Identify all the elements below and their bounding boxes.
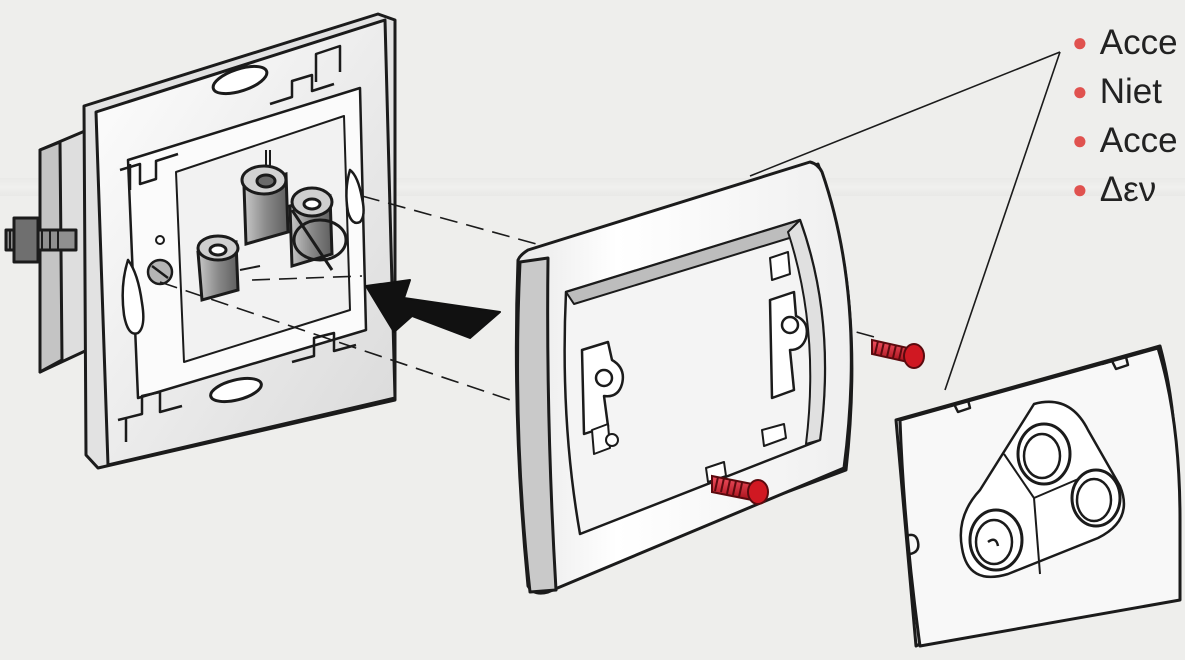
bullet-item-1: ● Acce bbox=[1072, 18, 1178, 67]
arrow-icon bbox=[365, 279, 501, 339]
red-bullet-icon: ● bbox=[1072, 174, 1088, 204]
claw-screw-icon bbox=[4, 216, 78, 264]
red-bullet-icon: ● bbox=[1072, 27, 1088, 57]
screw-upper bbox=[871, 338, 925, 369]
callout-line-1 bbox=[749, 51, 1061, 177]
cover-plate bbox=[894, 344, 1182, 648]
bullet-item-2: ● Niet bbox=[1072, 67, 1178, 116]
bullet-text: Δεν bbox=[1099, 170, 1157, 209]
bullet-item-4: ● Δεν bbox=[1072, 165, 1178, 214]
socket-bottom-icon bbox=[968, 508, 1024, 572]
bullet-text: Acce bbox=[1099, 23, 1178, 62]
bullet-text: Niet bbox=[1099, 72, 1162, 111]
red-bullet-icon: ● bbox=[1072, 76, 1088, 106]
socket-right-icon bbox=[1070, 468, 1122, 528]
screw-lower bbox=[711, 474, 769, 505]
frame bbox=[514, 160, 854, 595]
bullet-item-3: ● Acce bbox=[1072, 116, 1178, 165]
bullet-text: Acce bbox=[1099, 121, 1178, 160]
callout-line-2 bbox=[944, 51, 1061, 391]
coax-connectors bbox=[196, 164, 348, 302]
bullet-list: ● Acce ● Niet ● Acce ● Δεν bbox=[1072, 18, 1178, 214]
screw-icon bbox=[711, 338, 925, 505]
red-bullet-icon: ● bbox=[1072, 125, 1088, 155]
socket-top-icon bbox=[1016, 422, 1072, 486]
